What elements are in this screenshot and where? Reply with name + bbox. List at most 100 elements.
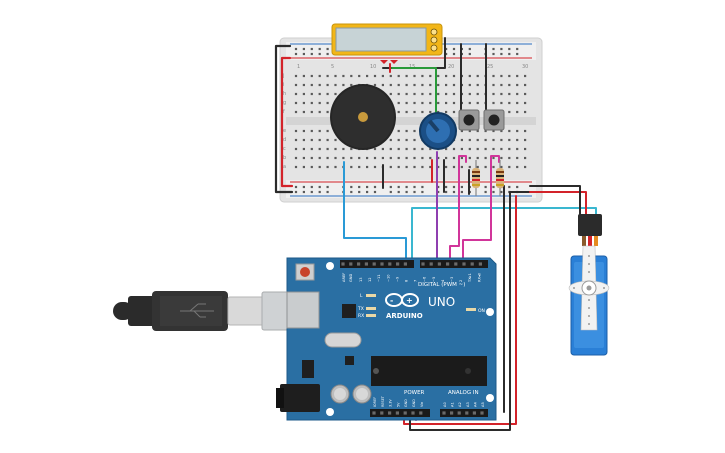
- breadboard-hole: [310, 110, 313, 114]
- breadboard-hole: [516, 185, 519, 189]
- row-letter: a: [283, 164, 286, 170]
- breadboard-hole: [445, 147, 448, 151]
- lcd-display[interactable]: [331, 23, 443, 64]
- power-jack[interactable]: [280, 384, 320, 412]
- breadboard-hole: [500, 92, 503, 96]
- header-pin[interactable]: [349, 262, 353, 266]
- row-letter: h: [283, 91, 286, 97]
- header-pin[interactable]: [450, 411, 454, 415]
- pushbutton-2[interactable]: [483, 109, 505, 131]
- breadboard-hole: [326, 165, 329, 169]
- breadboard-hole: [508, 138, 511, 142]
- breadboard-hole: [318, 165, 321, 169]
- header-pin[interactable]: [411, 411, 415, 415]
- breadboard-hole: [350, 156, 353, 160]
- header-pin[interactable]: [421, 262, 425, 266]
- header-pin[interactable]: [372, 262, 376, 266]
- breadboard-hole: [302, 185, 305, 189]
- potentiometer[interactable]: [419, 112, 457, 150]
- breadboard-hole: [492, 185, 495, 189]
- header-pin[interactable]: [341, 262, 345, 266]
- header-pin[interactable]: [380, 411, 384, 415]
- servo-motor[interactable]: [568, 214, 610, 356]
- breadboard-hole: [326, 83, 329, 87]
- breadboard-hole: [468, 138, 471, 142]
- breadboard-hole: [468, 52, 471, 56]
- resistor-2[interactable]: [496, 160, 504, 196]
- header-pin[interactable]: [357, 262, 361, 266]
- pushbutton-1[interactable]: [458, 109, 480, 131]
- breadboard-hole: [310, 147, 313, 151]
- header-pin[interactable]: [395, 411, 399, 415]
- breadboard-hole: [508, 156, 511, 160]
- header-pin[interactable]: [403, 411, 407, 415]
- header-pin[interactable]: [442, 411, 446, 415]
- wire-magenta-btn-2: [462, 155, 500, 263]
- breadboard-hole: [397, 101, 400, 105]
- breadboard-hole: [397, 110, 400, 114]
- usb-symbol-icon: [180, 303, 214, 318]
- header-pin[interactable]: [454, 262, 458, 266]
- header-pin[interactable]: [388, 262, 392, 266]
- breadboard-hole: [294, 47, 298, 51]
- header-pin[interactable]: [480, 411, 484, 415]
- breadboard-hole: [310, 101, 313, 105]
- breadboard-hole: [326, 138, 329, 142]
- arduino-uno[interactable]: - + ARDUINO UNO DIGITAL (PWM ~) POWER AN…: [276, 257, 497, 421]
- piezo-buzzer[interactable]: [330, 84, 396, 150]
- header-pin[interactable]: [403, 262, 407, 266]
- breadboard-hole: [302, 83, 305, 87]
- breadboard-hole: [508, 92, 511, 96]
- header-pin[interactable]: [396, 262, 400, 266]
- breadboard-hole: [310, 47, 313, 51]
- header-pin[interactable]: [388, 411, 392, 415]
- breadboard-hole: [310, 185, 313, 189]
- resistor-1[interactable]: [472, 160, 480, 196]
- pin-label: 3.3V: [389, 399, 393, 407]
- breadboard-hole: [508, 129, 511, 133]
- breadboard-hole: [445, 185, 448, 189]
- breadboard-hole: [460, 138, 463, 142]
- breadboard-hole: [468, 147, 471, 151]
- breadboard-hole: [468, 101, 471, 105]
- pin-label: A3: [466, 402, 470, 407]
- header-pin[interactable]: [437, 262, 441, 266]
- arduino-logo: [385, 293, 419, 307]
- breadboard-hole: [421, 83, 424, 87]
- pin-label: RX◂0: [477, 272, 481, 282]
- header-pin[interactable]: [446, 262, 450, 266]
- header-pin[interactable]: [364, 262, 368, 266]
- header-pin[interactable]: [372, 411, 376, 415]
- column-number: 1: [297, 64, 300, 70]
- header-pin[interactable]: [470, 262, 474, 266]
- header-pin[interactable]: [457, 411, 461, 415]
- header-pin[interactable]: [478, 262, 482, 266]
- breadboard-hole: [302, 110, 305, 114]
- breadboard-hole: [468, 92, 471, 96]
- breadboard-hole: [294, 101, 298, 105]
- pin-label: RESET: [381, 395, 385, 407]
- breadboard-hole: [500, 101, 503, 105]
- breadboard-hole: [500, 138, 503, 142]
- breadboard-hole: [452, 74, 456, 78]
- header-pin[interactable]: [472, 411, 476, 415]
- breadboard-hole: [516, 74, 519, 78]
- breadboard-hole: [476, 129, 479, 133]
- breadboard-hole: [452, 190, 456, 194]
- breadboard-hole: [397, 129, 400, 133]
- breadboard-hole: [476, 92, 479, 96]
- breadboard-hole: [413, 147, 416, 151]
- header-pin[interactable]: [429, 262, 433, 266]
- header-pin[interactable]: [465, 411, 469, 415]
- breadboard-hole: [452, 147, 456, 151]
- breadboard-hole: [452, 92, 456, 96]
- header-pin[interactable]: [380, 262, 384, 266]
- header-pin[interactable]: [462, 262, 466, 266]
- breadboard-hole: [452, 52, 456, 56]
- breadboard-hole: [397, 165, 400, 169]
- header-pin[interactable]: [419, 411, 423, 415]
- breadboard-hole: [294, 92, 298, 96]
- breadboard-hole: [524, 110, 527, 114]
- pin-label: ~3: [450, 277, 454, 282]
